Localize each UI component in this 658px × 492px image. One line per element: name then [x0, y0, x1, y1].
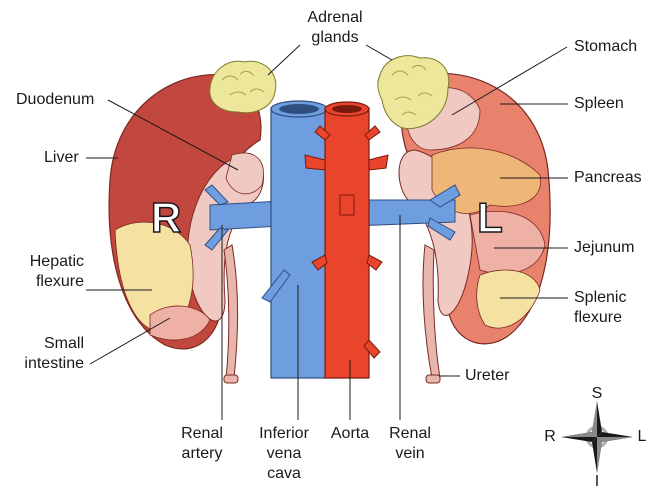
right-adrenal-gland: [210, 61, 276, 112]
right-side-letter: R: [151, 194, 181, 241]
compass-west-label: R: [541, 427, 559, 447]
label-liver: Liver: [44, 148, 79, 168]
inferior-vena-cava: [262, 101, 327, 378]
compass-east-label: L: [633, 427, 651, 447]
compass-north-label: S: [588, 384, 606, 404]
label-jejunum: Jejunum: [574, 238, 634, 258]
compass-rose: [561, 401, 633, 473]
compass-south-label: I: [588, 472, 606, 492]
label-stomach: Stomach: [574, 37, 637, 57]
duodenum-region: [226, 153, 263, 194]
label-ureter: Ureter: [465, 366, 509, 386]
label-pancreas: Pancreas: [574, 168, 642, 188]
label-duodenum: Duodenum: [16, 90, 94, 110]
label-spleen: Spleen: [574, 94, 624, 114]
splenic-flexure-region: [477, 270, 540, 328]
left-side-letter: L: [477, 194, 503, 241]
label-aorta: Aorta: [322, 424, 378, 444]
right-ureter: [224, 245, 238, 378]
